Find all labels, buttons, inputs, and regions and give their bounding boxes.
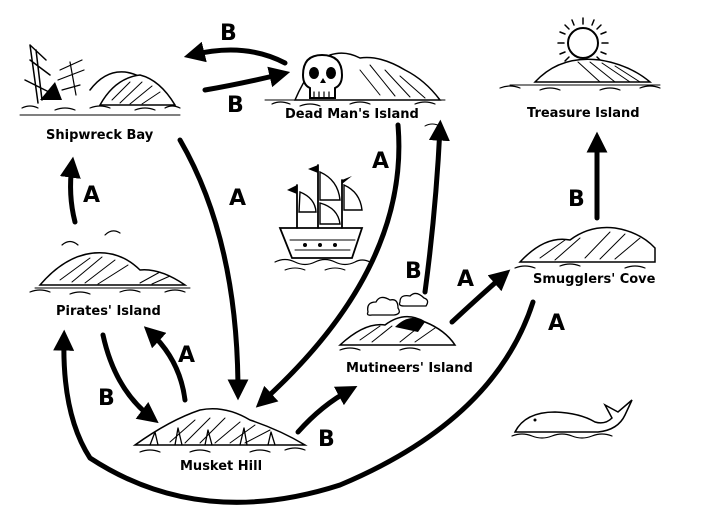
route-shipwreck-to-dead-arrow [202,66,291,93]
route-musket-to-mutineers-arrow [295,386,358,435]
route-mutineers-to-smugglers-arrow [449,269,511,325]
route-label: A [372,149,389,174]
route-label: A [83,183,100,208]
musket-hill [132,408,308,453]
route-dead-to-musket-arrow [255,122,402,408]
treasure-island [499,17,661,91]
label-musket-hill: Musket Hill [180,459,262,474]
shipwreck-bay-island [19,44,181,116]
label-treasure-island: Treasure Island [527,106,640,121]
route-label: B [98,386,115,411]
shipwreck-icon [24,44,85,104]
routes [53,41,608,505]
skull-icon [301,53,344,99]
route-musket-to-pirates-arrow [143,326,188,403]
dead-mans-island [264,52,446,127]
route-label: A [457,267,474,292]
sun-icon [557,17,609,69]
route-pirates-to-shipwreck-arrow [59,156,81,225]
route-dead-to-shipwreck-arrow [183,41,288,66]
route-pirates-to-musket-arrow [100,332,159,424]
route-mutineers-to-dead-arrow [422,119,450,295]
pirates-island [29,230,191,295]
route-label: B [220,21,237,46]
route-smugglers-to-pirates-arrow [53,299,536,505]
cloud-icon [366,292,429,316]
route-label: A [229,186,246,211]
label-dead-mans-island: Dead Man's Island [285,107,419,122]
sailing-ship-icon [274,164,371,271]
label-mutineers-island: Mutineers' Island [346,361,473,376]
label-shipwreck-bay: Shipwreck Bay [46,128,154,143]
route-label: A [548,311,565,336]
route-label: B [568,187,585,212]
route-shipwreck-to-musket-arrow [177,137,249,401]
route-label: A [178,343,195,368]
route-label: B [318,427,335,452]
route-label: B [227,93,244,118]
smugglers-cove [514,226,656,269]
route-label: B [405,259,422,284]
label-pirates-island: Pirates' Island [56,304,161,319]
whale-icon [511,399,633,439]
mutineers-island [338,292,457,351]
label-smugglers-cove: Smugglers' Cove [533,272,656,287]
